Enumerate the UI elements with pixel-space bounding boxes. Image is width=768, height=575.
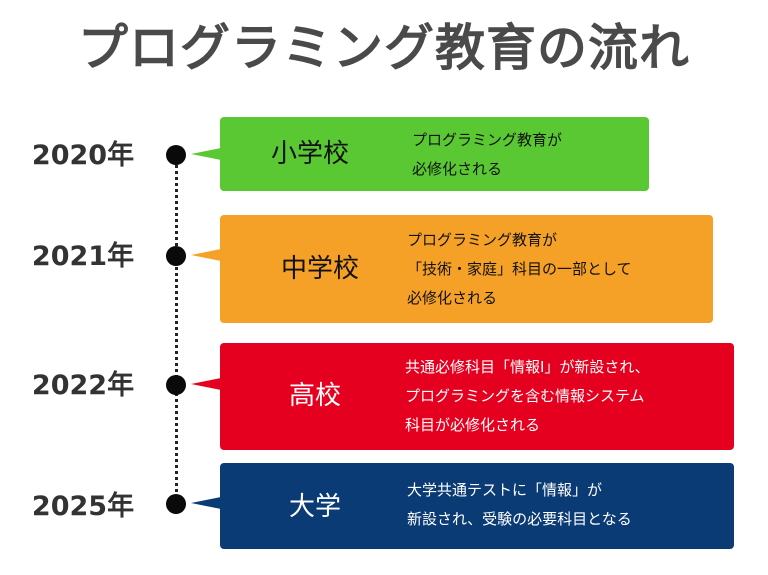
callout-pointer-2025	[191, 497, 221, 509]
diagram-title: プログラミング教育の流れ	[78, 19, 690, 77]
callout-pointer-2020	[191, 148, 221, 160]
callout-pointer-2022	[191, 378, 221, 390]
callout-pointer-2021	[191, 249, 221, 261]
stage-title-junior-high: 中学校	[280, 254, 359, 284]
timeline-dot-2025	[166, 494, 186, 514]
timeline-line	[175, 154, 178, 503]
stage-box-elementary: 小学校 プログラミング教育が 必修化される	[220, 117, 649, 191]
year-label-2025: 2025年	[31, 491, 135, 522]
year-label-2022: 2022年	[31, 370, 135, 401]
stage-box-university: 大学 大学共通テストに「情報」が 新設され、受験の必要科目となる	[220, 463, 734, 549]
stage-description-elementary: プログラミング教育が 必修化される	[412, 131, 563, 178]
stage-box-high-school: 高校 共通必修科目「情報Ⅰ」が新設され、 プログラミングを含む情報システム 科目…	[220, 343, 734, 450]
year-label-2021: 2021年	[31, 241, 135, 272]
timeline-dot-2020	[166, 145, 186, 165]
stage-box-junior-high: 中学校 プログラミング教育が 「技術・家庭」科目の一部として 必修化される	[220, 215, 713, 323]
year-label-2020: 2020年	[31, 140, 135, 171]
timeline-dot-2022	[166, 375, 186, 395]
stage-title-high-school: 高校	[288, 381, 341, 411]
stage-description-university: 大学共通テストに「情報」が 新設され、受験の必要科目となる	[407, 481, 632, 528]
stage-description-junior-high: プログラミング教育が 「技術・家庭」科目の一部として 必修化される	[407, 231, 632, 307]
timeline-dot-2021	[166, 246, 186, 266]
stage-title-elementary: 小学校	[270, 139, 349, 169]
stage-description-high-school: 共通必修科目「情報Ⅰ」が新設され、 プログラミングを含む情報システム 科目が必修…	[405, 358, 650, 434]
stage-title-university: 大学	[288, 492, 341, 522]
